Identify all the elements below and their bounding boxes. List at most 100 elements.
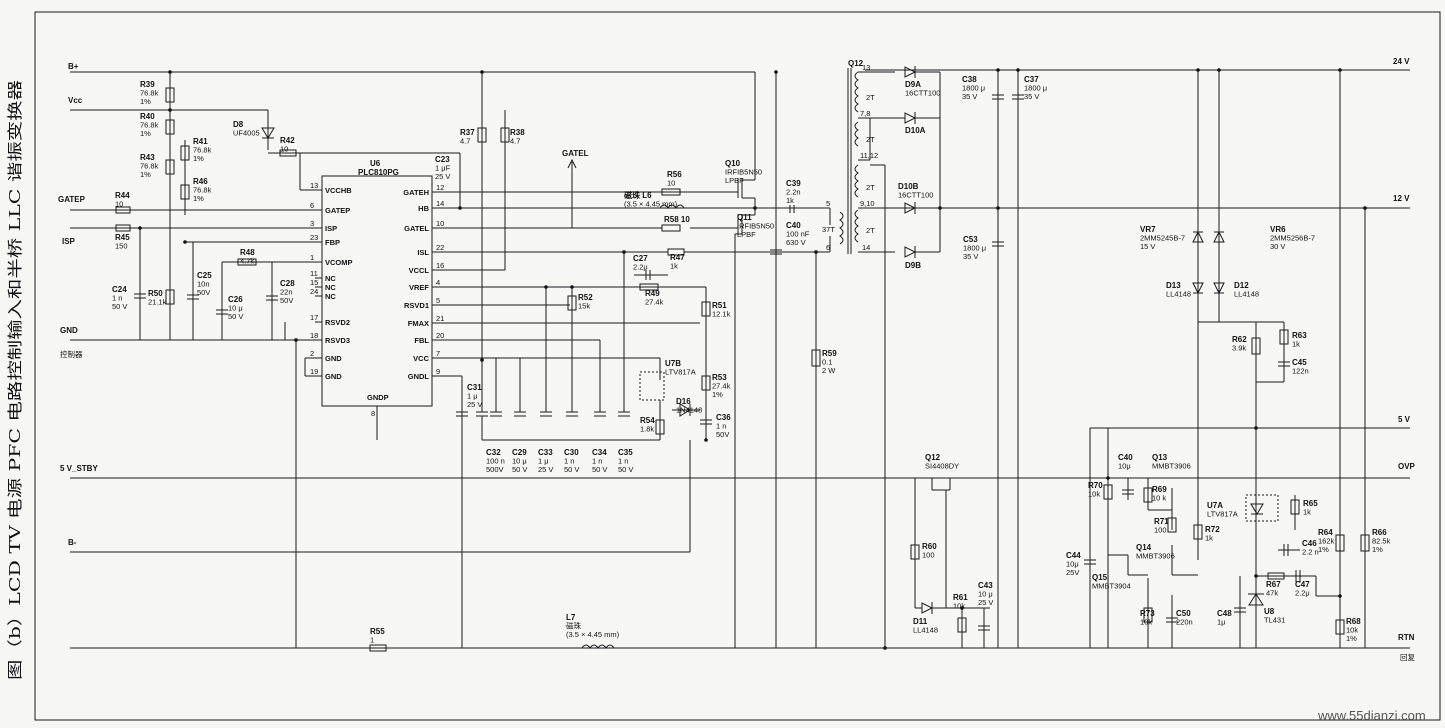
label-line: L7 xyxy=(566,613,576,622)
label-line: D11 xyxy=(913,617,928,626)
label-line: R61 xyxy=(953,593,968,602)
label-line: 1 xyxy=(370,636,374,645)
label-line: 1 n xyxy=(716,422,726,431)
label-line: MMBT3906 xyxy=(1152,462,1191,471)
label-line: 76.8k xyxy=(140,121,159,130)
label-line: R62 xyxy=(1232,335,1247,344)
label-line: C46 xyxy=(1302,539,1317,548)
label-line: C48 xyxy=(1217,609,1232,618)
label-line: U7A xyxy=(1207,501,1223,510)
label-line: R39 xyxy=(140,80,155,89)
label-line: 82.5k xyxy=(1372,537,1391,546)
caption-text: 图（b）LCD TV 电源 PFC 电路控制输入和半桥 LLC 谐振变换器 xyxy=(6,80,24,680)
ic-pin-num: 13 xyxy=(310,181,318,190)
label-line: 35 V xyxy=(1024,92,1039,101)
ic-right-wiring xyxy=(440,72,816,648)
label-line: C44 xyxy=(1066,551,1081,560)
label-line: R58 10 xyxy=(664,215,690,224)
net-gnd-sub: 控制器 xyxy=(60,349,83,359)
net-rtn-sub: 回复 xyxy=(1400,652,1416,662)
junction-dots xyxy=(138,68,1367,650)
label-line: 1.8k xyxy=(640,425,654,434)
label-line: R56 xyxy=(667,170,682,179)
label-line: C40 xyxy=(1118,453,1133,462)
label-line: C38 xyxy=(962,75,977,84)
label-line: Q11 xyxy=(737,213,752,222)
label-line: 15 V xyxy=(1140,242,1155,251)
label-line: R59 xyxy=(822,349,837,358)
label-line: VR7 xyxy=(1140,225,1156,234)
label-line: U8 xyxy=(1264,607,1275,616)
ic-pin-num: 15 xyxy=(310,278,318,287)
label-line: 50 V xyxy=(112,302,127,311)
label-line: 150 xyxy=(115,242,128,251)
label-line: C45 xyxy=(1292,358,1307,367)
label-line: 50V xyxy=(197,288,210,297)
label-line: 76.8k xyxy=(193,146,212,155)
label-d10a: D10A xyxy=(905,126,926,135)
label-line: 1N4148 xyxy=(676,406,702,415)
label-line: 10μ xyxy=(1118,462,1131,471)
label-line: 1% xyxy=(1318,545,1329,554)
tap-910: 9,10 xyxy=(860,199,875,208)
label-line: R63 xyxy=(1292,331,1307,340)
label-line: Q12 xyxy=(925,453,941,462)
label-line: IRFIB5N50 xyxy=(737,222,774,231)
net-ovp: OVP xyxy=(1398,462,1416,471)
label-line: 50 V xyxy=(618,465,633,474)
label-line: R42 xyxy=(280,136,295,145)
tap-78: 7,8 xyxy=(860,109,870,118)
ic-pin-num: 7 xyxy=(436,349,440,358)
ic-pin-num: 5 xyxy=(436,296,440,305)
ic-pin-num: 16 xyxy=(436,261,444,270)
ic-pin-name: GATEL xyxy=(404,224,429,233)
label-line: 1k xyxy=(786,196,794,205)
label-line: Q10 xyxy=(725,159,741,168)
label-line: R73 xyxy=(1140,609,1155,618)
label-line: 1 n xyxy=(592,457,602,466)
component-labels: R3976.8k1%R4076.8k1%R4176.8k1%R4376.8k1%… xyxy=(112,75,1391,645)
label-line: 27.4k xyxy=(712,382,731,391)
label-line: 1μ xyxy=(1217,618,1226,627)
label-line: 500V xyxy=(486,465,504,474)
label-line: R38 xyxy=(510,128,525,137)
ic-pin-num: 2 xyxy=(310,349,314,358)
ic-pin-name: ISP xyxy=(325,224,337,233)
ic-u6: U6 PLC810PG 13VCCHB6GATEP3ISP23FBP1VCOMP… xyxy=(310,159,444,440)
label-line: 2 W xyxy=(822,366,836,375)
label-line: 1% xyxy=(1372,545,1383,554)
label-line: R51 xyxy=(712,301,727,310)
ic-pin-name: NC xyxy=(325,292,336,301)
ic-pin-num: 17 xyxy=(310,313,318,322)
tap-6: 6 xyxy=(826,243,830,252)
label-line: 50 V xyxy=(564,465,579,474)
ic-right-pins: 12GATEH14HB10GATEL22ISL16VCCL4VREF5RSVD1… xyxy=(403,183,444,381)
label-line: R67 xyxy=(1266,580,1281,589)
label-line: 2MM5245B-7 xyxy=(1140,234,1185,243)
ic-pin-name: RSVD1 xyxy=(404,301,429,310)
label-line: 1k xyxy=(1292,340,1300,349)
net-24v: 24 V xyxy=(1393,57,1410,66)
label-line: R55 xyxy=(370,627,385,636)
label-line: C24 xyxy=(112,285,127,294)
net-bplus: B+ xyxy=(68,62,79,71)
label-line: R66 xyxy=(1372,528,1387,537)
frame-border xyxy=(34,11,1441,721)
label-line: Q14 xyxy=(1136,543,1152,552)
label-line: 2.2 n xyxy=(1302,548,1319,557)
